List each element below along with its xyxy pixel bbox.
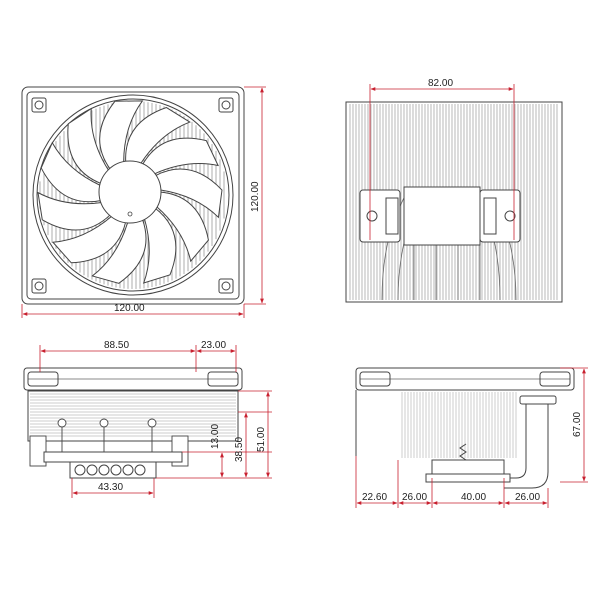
fan-hub-center (127, 211, 133, 217)
fan-height-dim (244, 86, 266, 305)
side-view: 88.50 23.00 43.30 13.00 38.50 51.00 (23, 340, 272, 498)
rear-base (425, 443, 511, 483)
rear-dims (355, 367, 588, 508)
rear-fan (355, 367, 575, 456)
side-dim-a-label: 13.00 (210, 424, 221, 449)
side-dim-b-label: 38.50 (234, 437, 245, 462)
side-top-right-label: 23.00 (201, 340, 226, 351)
rear-bottom-4-label: 26.00 (515, 492, 540, 503)
fan-hub (98, 160, 162, 224)
rear-bottom-2-label: 26.00 (402, 492, 427, 503)
top-width-label: 82.00 (428, 78, 453, 89)
rear-bottom-3-label: 40.00 (461, 492, 486, 503)
rear-heatsink-fins (401, 392, 517, 458)
side-heatsink-fins (30, 393, 236, 437)
fan-frame (21, 86, 245, 305)
top-width-dim (369, 84, 515, 240)
side-fan-and-fins (23, 367, 243, 442)
fan-width-label: 120.00 (114, 303, 145, 314)
rear-heatpipes (504, 395, 557, 489)
side-dim-c-label: 51.00 (256, 427, 267, 452)
top-heatsink-outline (345, 101, 563, 303)
fan-height-label: 120.00 (250, 181, 261, 212)
rear-bottom-1-label: 22.60 (362, 492, 387, 503)
fan-width-dim (21, 304, 245, 318)
side-top-left-label: 88.50 (104, 340, 129, 351)
top-mount-bar (359, 186, 521, 246)
rear-view: 67.00 22.60 26.00 40.00 26.00 (355, 367, 588, 508)
fan-view: 120.00 120.00 (21, 86, 266, 318)
rear-height-label: 67.00 (572, 412, 583, 437)
top-view: 82.00 (345, 78, 563, 303)
side-base (43, 451, 183, 479)
side-base-width-label: 43.30 (98, 482, 123, 493)
fan-blades (37, 100, 223, 284)
side-dims (39, 345, 272, 498)
